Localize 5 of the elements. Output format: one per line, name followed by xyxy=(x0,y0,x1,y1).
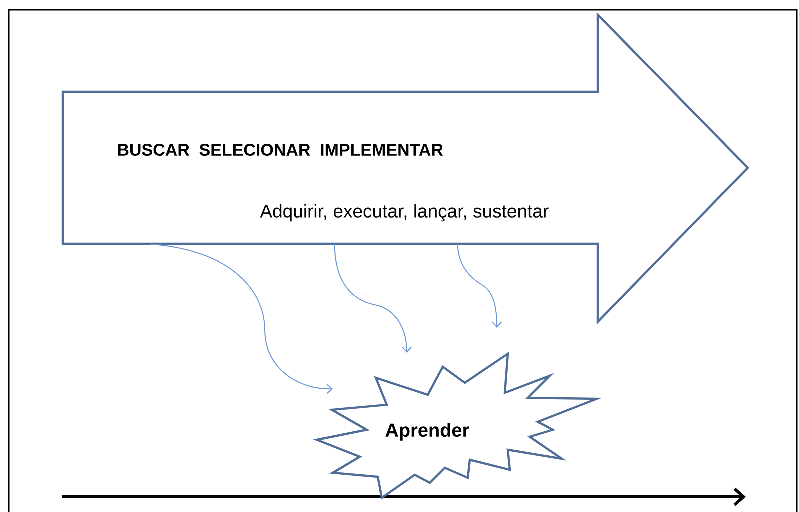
label: BUSCAR SELECIONAR IMPLEMENTAR xyxy=(118,144,444,156)
arrow xyxy=(334,244,412,353)
arrow xyxy=(457,244,502,328)
arrow xyxy=(149,244,333,394)
label: Adquirir, executar, lançar, sustentar xyxy=(260,204,549,222)
